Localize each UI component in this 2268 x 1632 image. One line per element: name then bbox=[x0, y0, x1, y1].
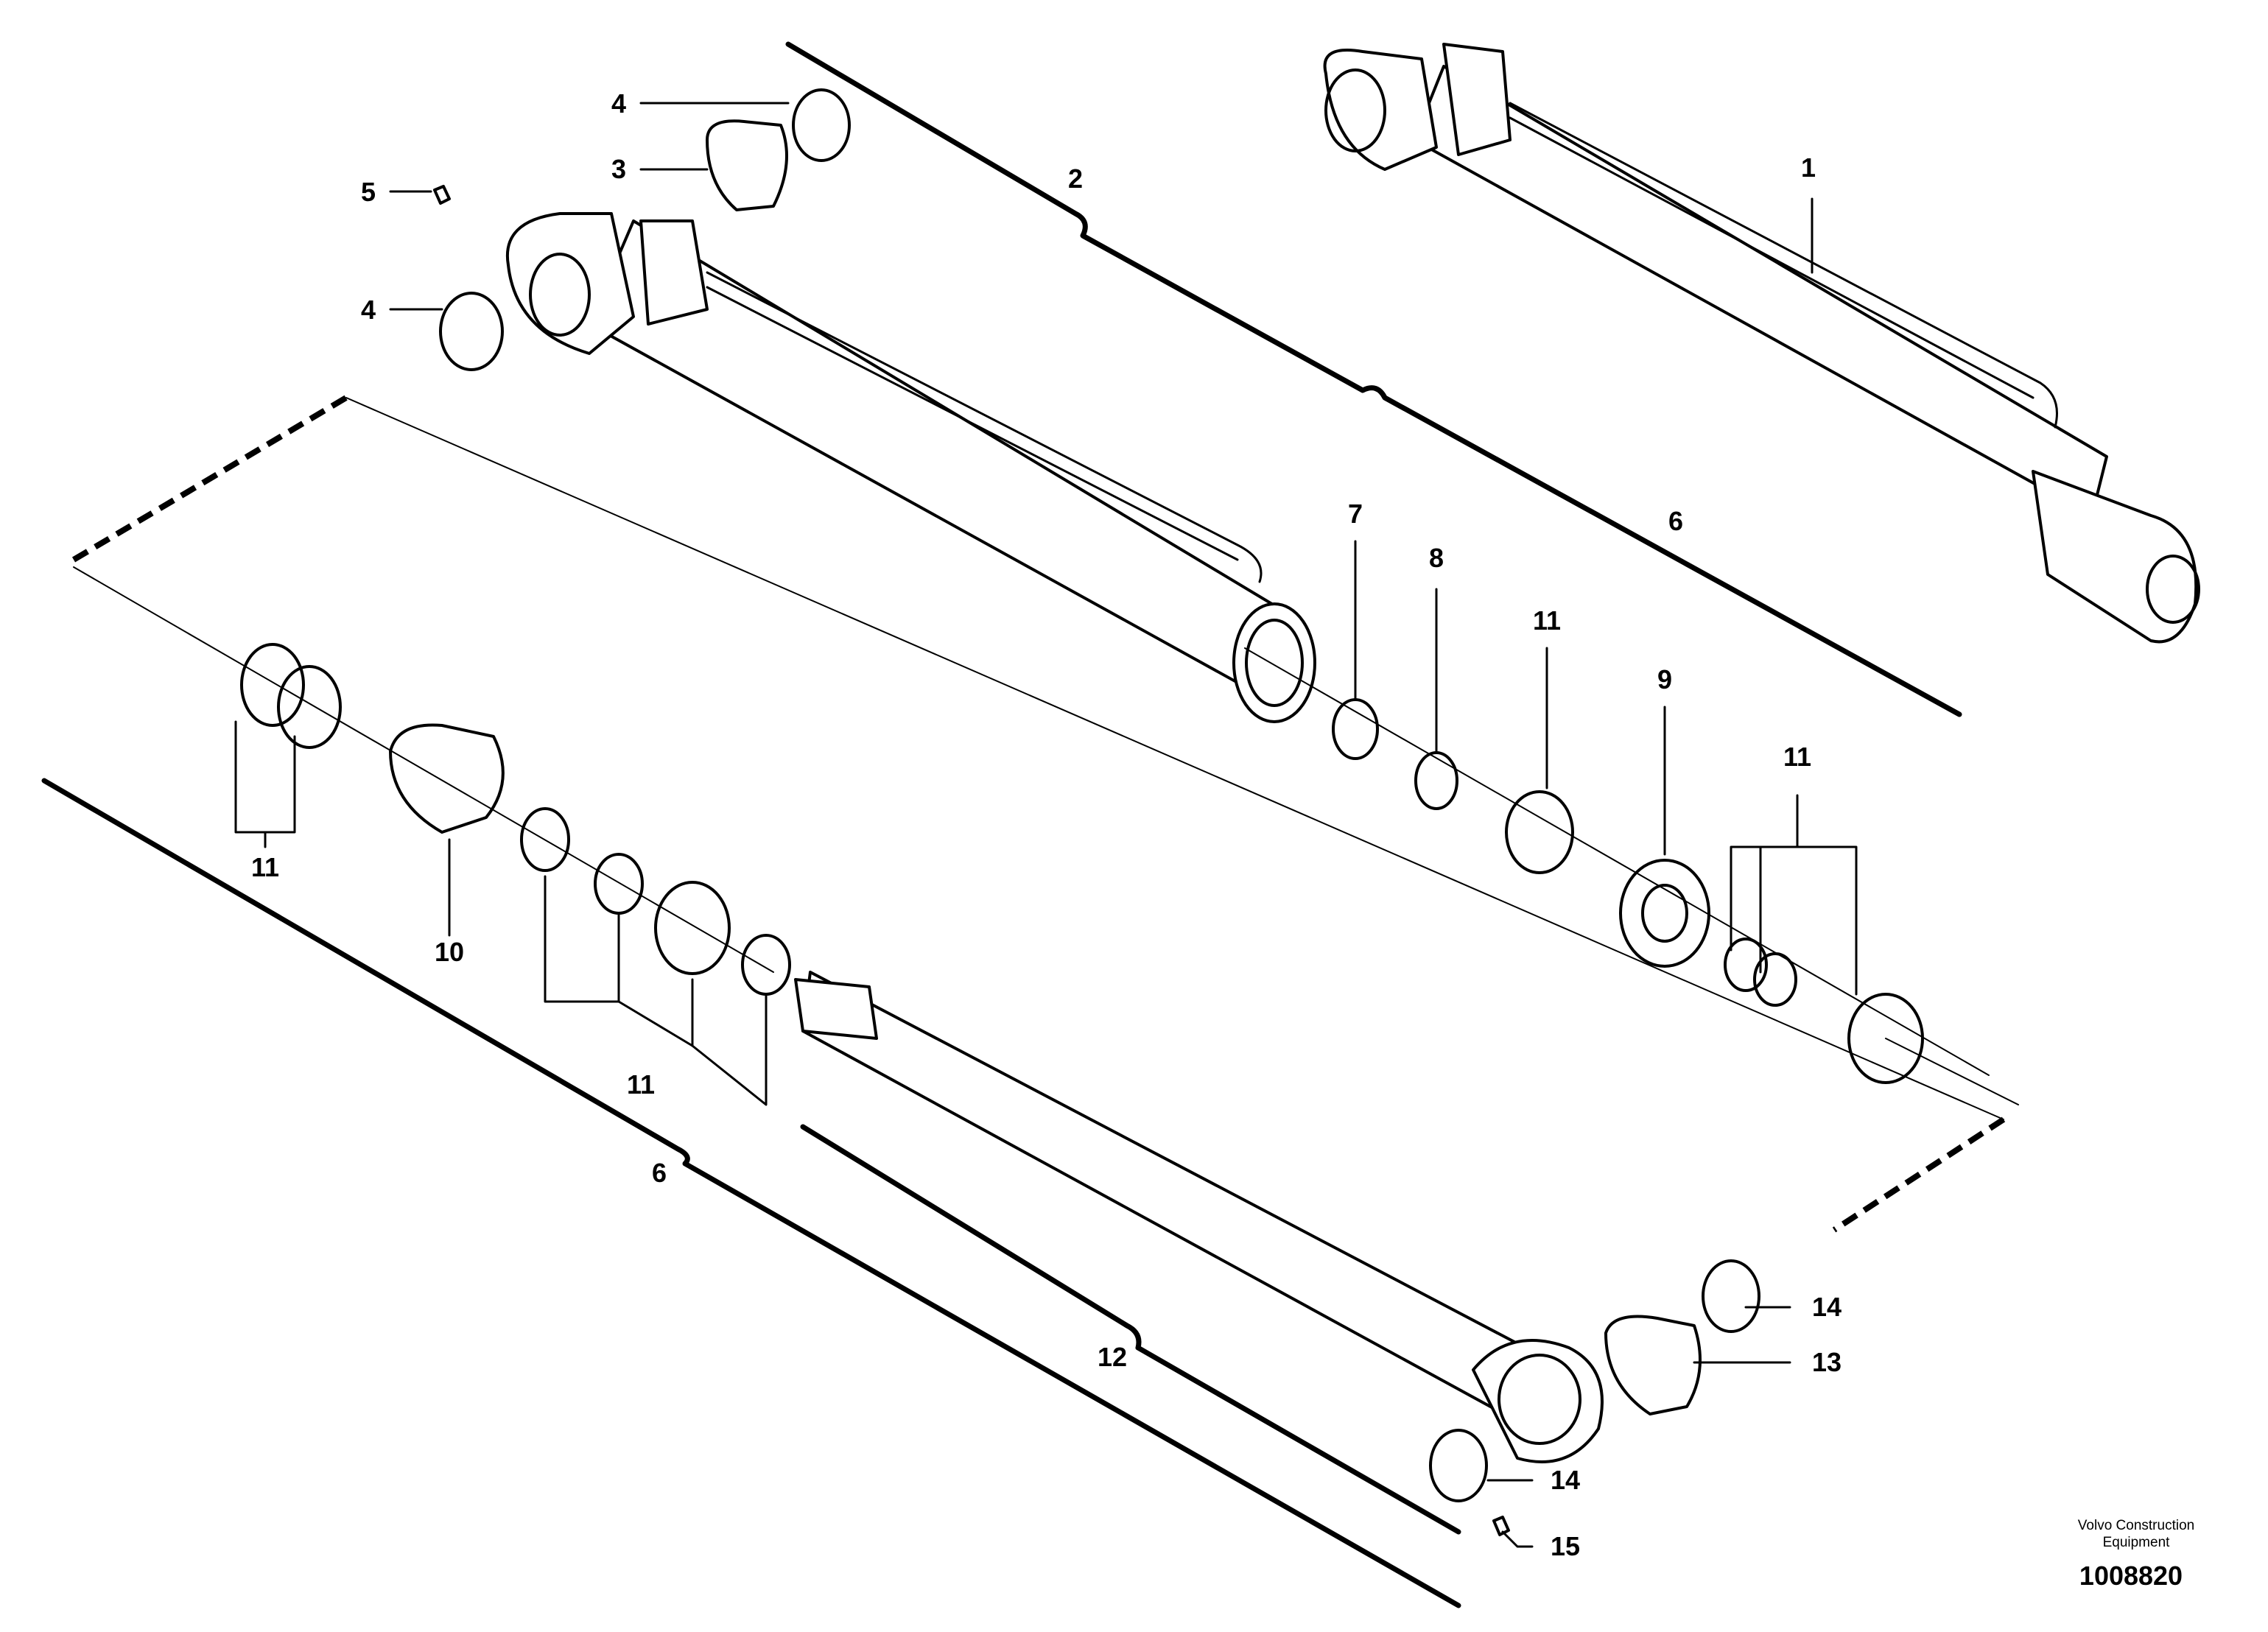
piston-9 bbox=[1619, 859, 1710, 968]
company-name-line2: Equipment bbox=[2103, 1535, 2171, 1550]
drawing-number: 1008820 bbox=[2079, 1561, 2183, 1591]
callout-14-lower: 14 bbox=[1551, 1465, 1580, 1495]
grease-nipple-5 bbox=[433, 185, 451, 205]
ring-4-left bbox=[439, 292, 504, 371]
grease-nipple-15 bbox=[1492, 1516, 1510, 1536]
drawing-footer: Volvo Construction Equipment 1008820 bbox=[2078, 1518, 2194, 1591]
company-name-line1: Volvo Construction bbox=[2078, 1518, 2194, 1533]
seal-rings bbox=[240, 88, 1924, 1536]
assembled-cylinder bbox=[1323, 43, 2200, 644]
callout-11-piston-seals: 11 bbox=[1783, 742, 1811, 772]
bushing-3 bbox=[706, 119, 788, 211]
callout-11-head: 11 bbox=[627, 1069, 655, 1100]
callout-14-upper: 14 bbox=[1812, 1292, 1842, 1322]
callout-1: 1 bbox=[1801, 152, 1816, 183]
callout-15: 15 bbox=[1551, 1531, 1580, 1561]
callout-12: 12 bbox=[1098, 1342, 1127, 1372]
seal-7 bbox=[1332, 698, 1379, 760]
lock-washer-8 bbox=[1414, 751, 1458, 810]
callout-10: 10 bbox=[435, 937, 464, 967]
cylinder-barrel bbox=[505, 212, 1316, 723]
piston-rod bbox=[794, 971, 1604, 1463]
callout-11-piston-top: 11 bbox=[1533, 605, 1561, 636]
callout-3: 3 bbox=[611, 154, 626, 184]
callouts: 1 2 3 4 4 5 6 6 7 8 9 10 11 11 11 11 12 … bbox=[251, 88, 1842, 1561]
callout-4-top: 4 bbox=[611, 88, 626, 119]
cylinder-head-10 bbox=[389, 723, 505, 834]
braces bbox=[41, 41, 2006, 1608]
callout-13: 13 bbox=[1812, 1347, 1842, 1377]
leader-lines bbox=[234, 102, 1858, 1548]
callout-9: 9 bbox=[1657, 664, 1672, 694]
ring-4-top bbox=[792, 88, 851, 162]
axis-lines bbox=[73, 397, 2019, 1120]
bushing-13 bbox=[1604, 1315, 1702, 1415]
callout-11-left: 11 bbox=[251, 852, 279, 882]
callout-7: 7 bbox=[1348, 499, 1363, 529]
callout-2: 2 bbox=[1068, 163, 1083, 194]
callout-5: 5 bbox=[361, 177, 376, 207]
guide-ring-11 bbox=[1505, 790, 1574, 874]
callout-6-left: 6 bbox=[652, 1158, 667, 1188]
callout-6-right: 6 bbox=[1668, 506, 1683, 536]
callout-4-left: 4 bbox=[361, 295, 376, 325]
callout-8: 8 bbox=[1429, 543, 1444, 573]
